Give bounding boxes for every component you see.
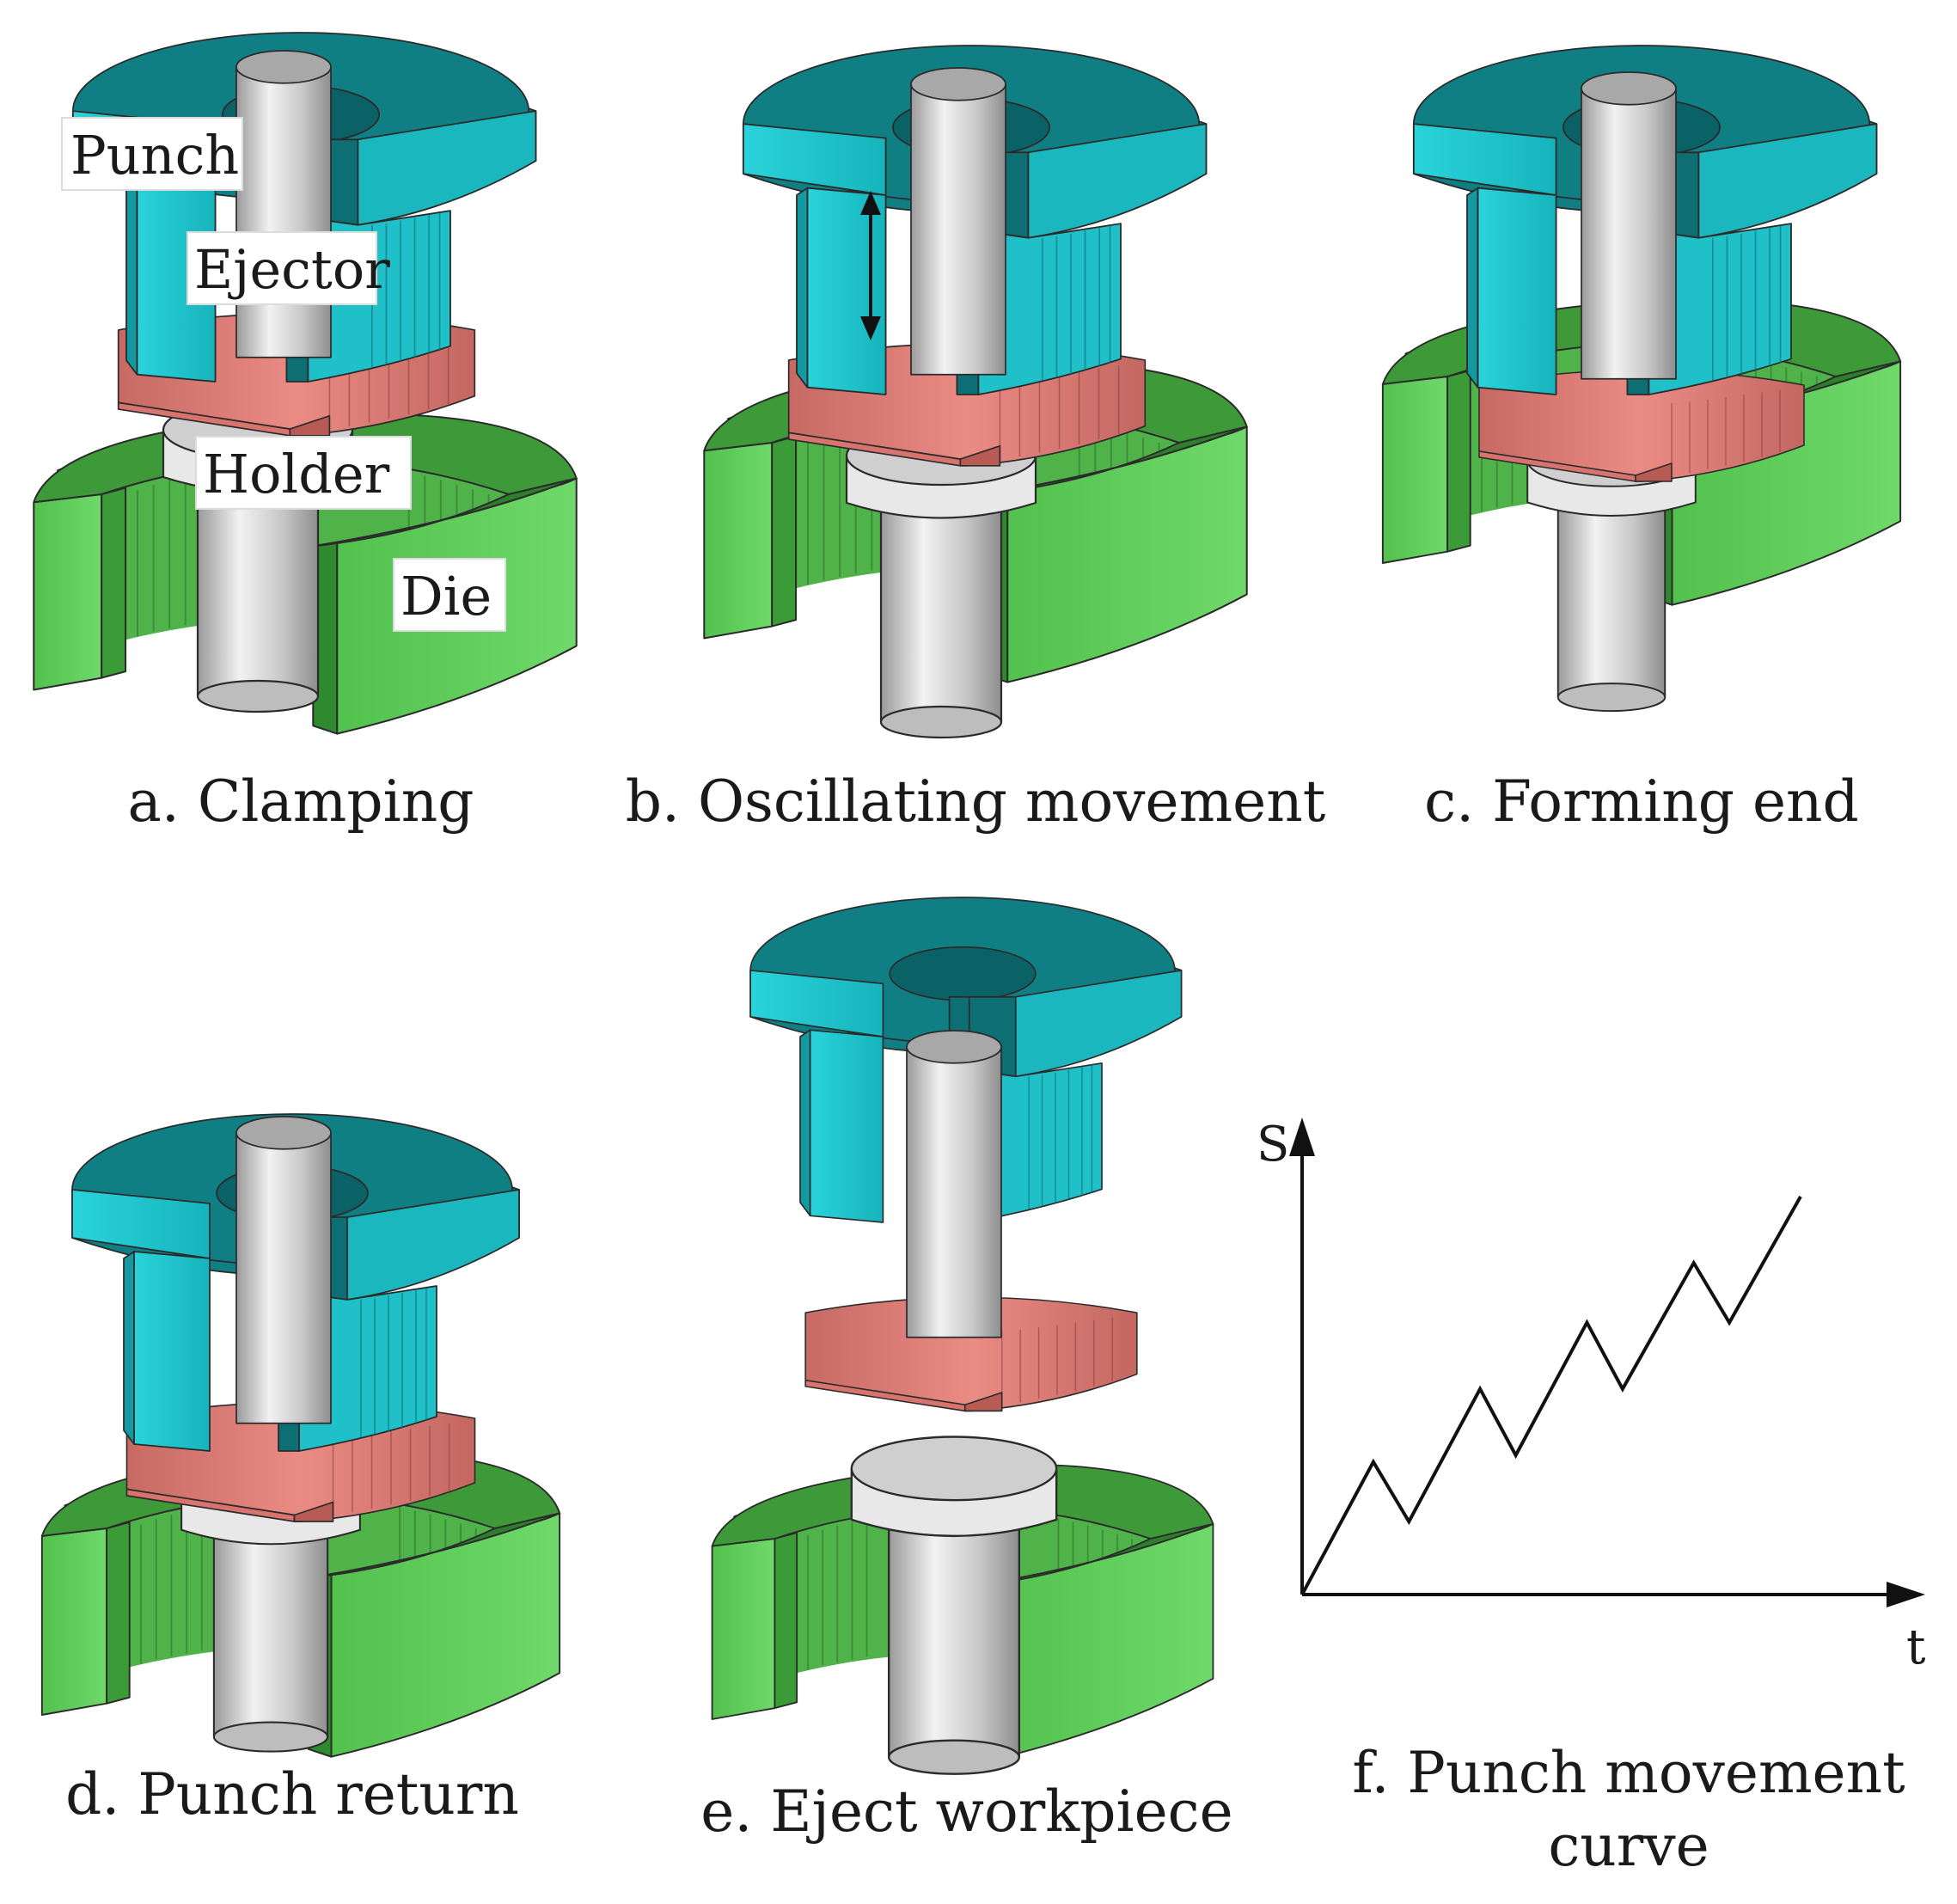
- tag-die: Die: [393, 558, 506, 632]
- punch-curve-line: [1300, 1196, 1802, 1595]
- panel-b-oscillating: b. Oscillating movement: [626, 44, 1326, 835]
- caption-e: e. Eject workpiece: [700, 1778, 1232, 1845]
- panel-f-movement-curve: S t f. Punch movement curve: [1257, 1117, 1926, 1879]
- caption-c: c. Forming end: [1424, 768, 1859, 835]
- tag-punch: Punch: [61, 117, 243, 191]
- caption-b: b. Oscillating movement: [626, 768, 1326, 835]
- x-axis-label: t: [1906, 1619, 1926, 1675]
- tag-ejector: Ejector: [187, 231, 390, 305]
- x-axis: [1302, 1582, 1925, 1607]
- panel-d-punch-return: d. Punch return: [40, 1113, 561, 1827]
- center-pin: [235, 1115, 333, 1424]
- caption-d: d. Punch return: [65, 1761, 519, 1827]
- panel-a-clamping: Punch Ejector Holder Die a. Clamping: [33, 32, 578, 835]
- y-axis: [1289, 1117, 1315, 1595]
- center-pin: [909, 66, 1007, 376]
- label-punch: Punch: [70, 124, 239, 187]
- center-pin: [235, 49, 333, 358]
- label-holder: Holder: [203, 443, 390, 505]
- caption-f-line2: curve: [1548, 1813, 1709, 1879]
- y-axis-label: S: [1257, 1117, 1289, 1172]
- center-pin: [905, 1029, 1003, 1338]
- tag-holder: Holder: [195, 436, 412, 510]
- x-axis-arrow-icon: [1887, 1582, 1925, 1607]
- label-die: Die: [401, 565, 492, 628]
- center-pin: [1580, 70, 1678, 380]
- panel-c-forming-end: c. Forming end: [1381, 44, 1902, 835]
- y-axis-arrow-icon: [1289, 1117, 1315, 1156]
- label-ejector: Ejector: [194, 238, 390, 301]
- caption-f-line1: f. Punch movement: [1352, 1740, 1905, 1806]
- panel-e-eject-workpiece: e. Eject workpiece: [700, 896, 1233, 1845]
- oscillation-arrow-icon: [860, 191, 881, 340]
- caption-a: a. Clamping: [128, 768, 474, 835]
